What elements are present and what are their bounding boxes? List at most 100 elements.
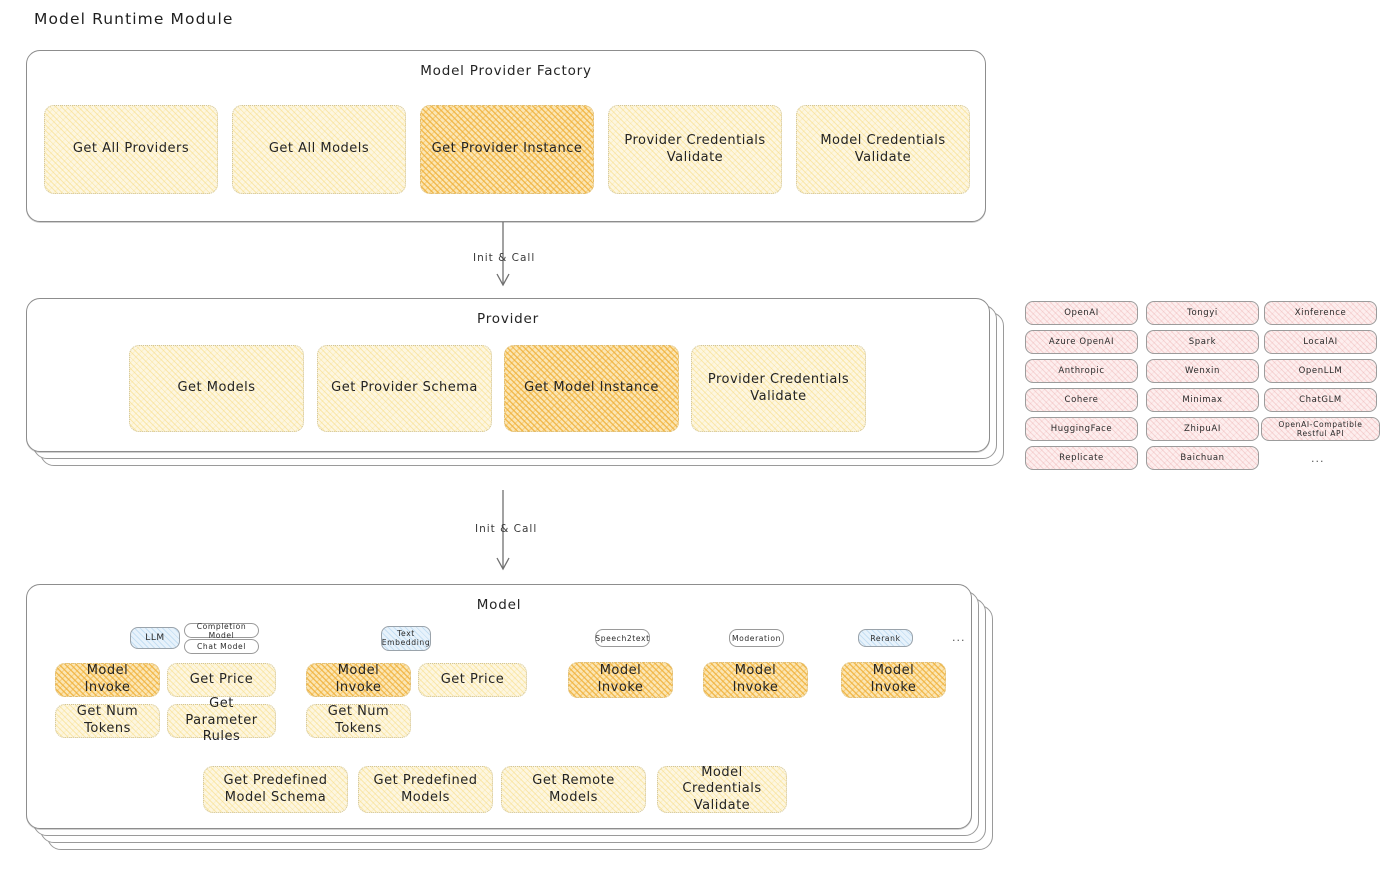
provider-panel-title: Provider	[477, 311, 539, 327]
provider-pill-label: Azure OpenAI	[1048, 337, 1115, 347]
provider-box-get-provider-schema[interactable]: Get Provider Schema	[317, 345, 492, 432]
provider-pill-label: ChatGLM	[1299, 395, 1342, 405]
model-subtype-pill-chat-model[interactable]: Chat Model	[184, 639, 259, 654]
op-label: Model Invoke	[870, 663, 917, 695]
factory-box-get-all-models[interactable]: Get All Models	[232, 105, 406, 194]
op-label: Model Invoke	[84, 663, 131, 695]
op-label: Model Invoke	[732, 663, 779, 695]
factory-panel-title: Model Provider Factory	[420, 63, 592, 79]
factory-box-label: Get Provider Instance	[431, 141, 583, 157]
provider-box-provider-credentials-validate[interactable]: Provider Credentials Validate	[691, 345, 866, 432]
op-label: Get Price	[189, 671, 254, 687]
provider-pill-chatglm[interactable]: ChatGLM	[1264, 388, 1377, 412]
llm-op-get-parameter-rules[interactable]: Get Parameter Rules	[167, 696, 276, 744]
provider-pill-label: Wenxin	[1185, 366, 1220, 376]
provider-pill-label: Cohere	[1064, 395, 1099, 405]
provider-box-label: Provider Credentials Validate	[707, 371, 850, 404]
op-label: Get Price	[440, 671, 505, 687]
model-op-model-credentials-validate[interactable]: Model Credentials Validate	[657, 764, 787, 813]
model-op-get-remote-models[interactable]: Get Remote Models	[501, 766, 646, 813]
model-type-pill-text-embedding[interactable]: Text Embedding	[381, 626, 431, 651]
model-type-pill-rerank[interactable]: Rerank	[858, 629, 913, 647]
model-types-more-ellipsis: ...	[952, 631, 966, 644]
provider-pill-label: Tongyi	[1187, 308, 1218, 318]
provider-pill-huggingface[interactable]: HuggingFace	[1025, 417, 1138, 441]
provider-box-label: Get Models	[177, 380, 256, 396]
provider-pill-azure-openai[interactable]: Azure OpenAI	[1025, 330, 1138, 354]
model-subtype-label: Chat Model	[197, 642, 246, 651]
op-label: Get Num Tokens	[327, 704, 390, 736]
op-label: Get Predefined Model Schema	[223, 772, 328, 805]
provider-pill-label: Xinference	[1294, 308, 1347, 318]
text-embedding-op-get-num-tokens[interactable]: Get Num Tokens	[306, 704, 411, 738]
text-embedding-op-model-invoke[interactable]: Model Invoke	[306, 663, 411, 697]
model-type-pill-moderation[interactable]: Moderation	[729, 629, 784, 647]
op-label: Get Predefined Models	[373, 772, 478, 805]
provider-pill-label: ZhipuAI	[1184, 424, 1221, 434]
model-subtype-label: Completion Model	[196, 621, 247, 640]
rerank-op-model-invoke[interactable]: Model Invoke	[841, 662, 946, 698]
model-op-get-predefined-models[interactable]: Get Predefined Models	[358, 766, 493, 813]
model-type-pill-llm[interactable]: LLM	[130, 627, 180, 649]
provider-pill-baichuan[interactable]: Baichuan	[1146, 446, 1259, 470]
provider-list-more-ellipsis: ...	[1311, 452, 1325, 465]
provider-pill-label: OpenAI	[1064, 308, 1099, 318]
provider-pill-localai[interactable]: LocalAI	[1264, 330, 1377, 354]
factory-box-provider-credentials-validate[interactable]: Provider Credentials Validate	[608, 105, 782, 194]
op-label: Get Num Tokens	[76, 704, 139, 736]
provider-pill-label: Baichuan	[1180, 453, 1225, 463]
provider-pill-label: LocalAI	[1303, 337, 1338, 347]
provider-pill-openai[interactable]: OpenAI	[1025, 301, 1138, 325]
op-label: Get Remote Models	[532, 772, 615, 805]
provider-pill-label: OpenLLM	[1298, 366, 1343, 376]
moderation-op-model-invoke[interactable]: Model Invoke	[703, 662, 808, 698]
model-type-label: Moderation	[731, 633, 781, 643]
op-label: Model Invoke	[335, 663, 382, 695]
model-panel: Model	[26, 584, 972, 829]
provider-pill-label: Replicate	[1059, 453, 1104, 463]
provider-pill-minimax[interactable]: Minimax	[1146, 388, 1259, 412]
provider-pill-xinference[interactable]: Xinference	[1264, 301, 1377, 325]
llm-op-get-num-tokens[interactable]: Get Num Tokens	[55, 704, 160, 738]
factory-box-label: Model Credentials Validate	[820, 132, 946, 165]
model-panel-title: Model	[476, 597, 522, 613]
provider-pill-spark[interactable]: Spark	[1146, 330, 1259, 354]
llm-op-model-invoke[interactable]: Model Invoke	[55, 663, 160, 697]
provider-pill-anthropic[interactable]: Anthropic	[1025, 359, 1138, 383]
provider-pill-openllm[interactable]: OpenLLM	[1264, 359, 1377, 383]
arrow-label-init-call-1: Init & Call	[473, 252, 536, 264]
speech2text-op-model-invoke[interactable]: Model Invoke	[568, 662, 673, 698]
provider-pill-cohere[interactable]: Cohere	[1025, 388, 1138, 412]
model-type-label: Text Embedding	[381, 628, 431, 647]
provider-pill-label: Anthropic	[1058, 366, 1105, 376]
model-type-label: Speech2text	[595, 633, 650, 643]
llm-op-get-price[interactable]: Get Price	[167, 663, 276, 697]
page-title: Model Runtime Module	[34, 10, 234, 28]
model-op-get-predefined-model-schema[interactable]: Get Predefined Model Schema	[203, 766, 348, 813]
arrow-factory-to-provider	[496, 222, 510, 287]
provider-pill-replicate[interactable]: Replicate	[1025, 446, 1138, 470]
model-type-label: LLM	[145, 633, 165, 643]
provider-box-label: Get Provider Schema	[331, 380, 478, 396]
provider-box-get-models[interactable]: Get Models	[129, 345, 304, 432]
arrow-provider-to-model	[496, 490, 510, 571]
provider-pill-wenxin[interactable]: Wenxin	[1146, 359, 1259, 383]
factory-box-label: Get All Models	[268, 141, 370, 157]
provider-pill-zhipuai[interactable]: ZhipuAI	[1146, 417, 1259, 441]
provider-pill-openai-compatible-restful-api[interactable]: OpenAI-Compatible Restful API	[1261, 417, 1380, 441]
factory-box-get-provider-instance[interactable]: Get Provider Instance	[420, 105, 594, 194]
model-type-pill-speech2text[interactable]: Speech2text	[595, 629, 650, 647]
text-embedding-op-get-price[interactable]: Get Price	[418, 663, 527, 697]
factory-box-label: Provider Credentials Validate	[624, 132, 766, 165]
provider-pill-tongyi[interactable]: Tongyi	[1146, 301, 1259, 325]
provider-box-get-model-instance[interactable]: Get Model Instance	[504, 345, 679, 432]
factory-box-get-all-providers[interactable]: Get All Providers	[44, 105, 218, 194]
provider-pill-label: Spark	[1188, 337, 1217, 347]
arrow-label-init-call-2: Init & Call	[475, 523, 538, 535]
op-label: Model Credentials Validate	[682, 764, 762, 813]
model-subtype-pill-completion-model[interactable]: Completion Model	[184, 621, 259, 640]
provider-pill-label: OpenAI-Compatible Restful API	[1278, 420, 1363, 438]
model-type-label: Rerank	[870, 633, 901, 643]
factory-box-model-credentials-validate[interactable]: Model Credentials Validate	[796, 105, 970, 194]
